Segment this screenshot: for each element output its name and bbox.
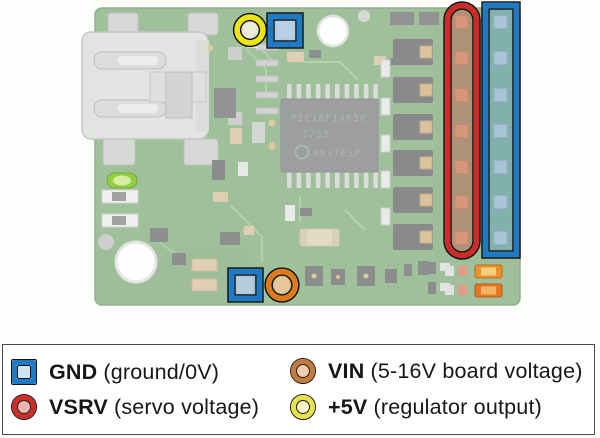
via xyxy=(207,45,213,51)
via xyxy=(268,119,276,127)
plus5v-pin-icon xyxy=(290,394,316,420)
legend-desc-vsrv: (servo voltage) xyxy=(113,394,260,419)
mounting-hole xyxy=(316,14,350,48)
legend-text: VSRV(servo voltage) xyxy=(49,395,259,420)
legend-label-gnd: GND xyxy=(49,359,98,384)
ic-body xyxy=(280,98,379,173)
legend-desc-plus5v: (regulator output) xyxy=(373,394,542,419)
legend-text: +5V(regulator output) xyxy=(328,395,542,420)
via xyxy=(98,234,114,250)
ic-marking-1: PIC18F14K50 xyxy=(291,114,367,124)
legend-label-vin: VIN xyxy=(328,358,365,383)
plus5v-pad xyxy=(241,21,259,39)
legend-label-vsrv: VSRV xyxy=(49,394,108,419)
board-photo: PIC18F14K50 -I/SS 0937E1P xyxy=(81,1,521,306)
gnd-pad-bottom xyxy=(235,275,255,295)
legend-label-plus5v: +5V xyxy=(328,394,368,419)
vsrv-pin-icon xyxy=(11,394,37,420)
legend-panel: GND(ground/0V) VSRV(servo voltage) VIN(5… xyxy=(2,344,595,435)
gnd-marker-bottom xyxy=(227,267,264,303)
vin-pad xyxy=(273,276,291,294)
orange-led-glow xyxy=(481,286,496,295)
signal-pads xyxy=(419,45,433,244)
pcb: PIC18F14K50 -I/SS 0937E1P xyxy=(81,7,521,306)
vsrv-column-marker xyxy=(443,1,481,260)
smd-components xyxy=(101,12,467,295)
plus5v-marker xyxy=(232,12,268,48)
status-leds xyxy=(106,172,503,298)
via xyxy=(358,10,370,22)
vin-pin-icon xyxy=(290,358,316,384)
ic-marking-3: 0937E1P xyxy=(313,149,361,159)
gnd-column-marker xyxy=(481,1,521,259)
pin-annotations xyxy=(227,1,521,303)
chip-logo xyxy=(294,144,310,160)
gnd-marker-top xyxy=(266,12,304,49)
legend-desc-gnd: (ground/0V) xyxy=(103,359,220,384)
gnd-pads xyxy=(493,15,508,245)
ic-pins xyxy=(287,84,378,188)
legend-item-vsrv: VSRV(servo voltage) xyxy=(11,392,259,422)
legend-item-plus5v: +5V(regulator output) xyxy=(290,392,542,422)
legend-item-gnd: GND(ground/0V) xyxy=(11,357,219,387)
main-ic: PIC18F14K50 -I/SS 0937E1P xyxy=(280,84,379,188)
legend-text: GND(ground/0V) xyxy=(49,360,219,385)
green-led-glow xyxy=(113,175,131,186)
vin-marker xyxy=(264,267,300,303)
via xyxy=(268,142,276,150)
legend-desc-vin: (5-16V board voltage) xyxy=(370,358,583,383)
mounting-hole xyxy=(114,240,158,284)
legend-text: VIN(5-16V board voltage) xyxy=(328,359,583,384)
legend-item-vin: VIN(5-16V board voltage) xyxy=(290,356,583,386)
vsrv-pads xyxy=(454,15,469,245)
orange-led-glow xyxy=(481,267,496,276)
usb-connector xyxy=(81,12,279,166)
ic-marking-2: -I/SS xyxy=(296,130,331,140)
gnd-pin-icon xyxy=(11,359,37,385)
